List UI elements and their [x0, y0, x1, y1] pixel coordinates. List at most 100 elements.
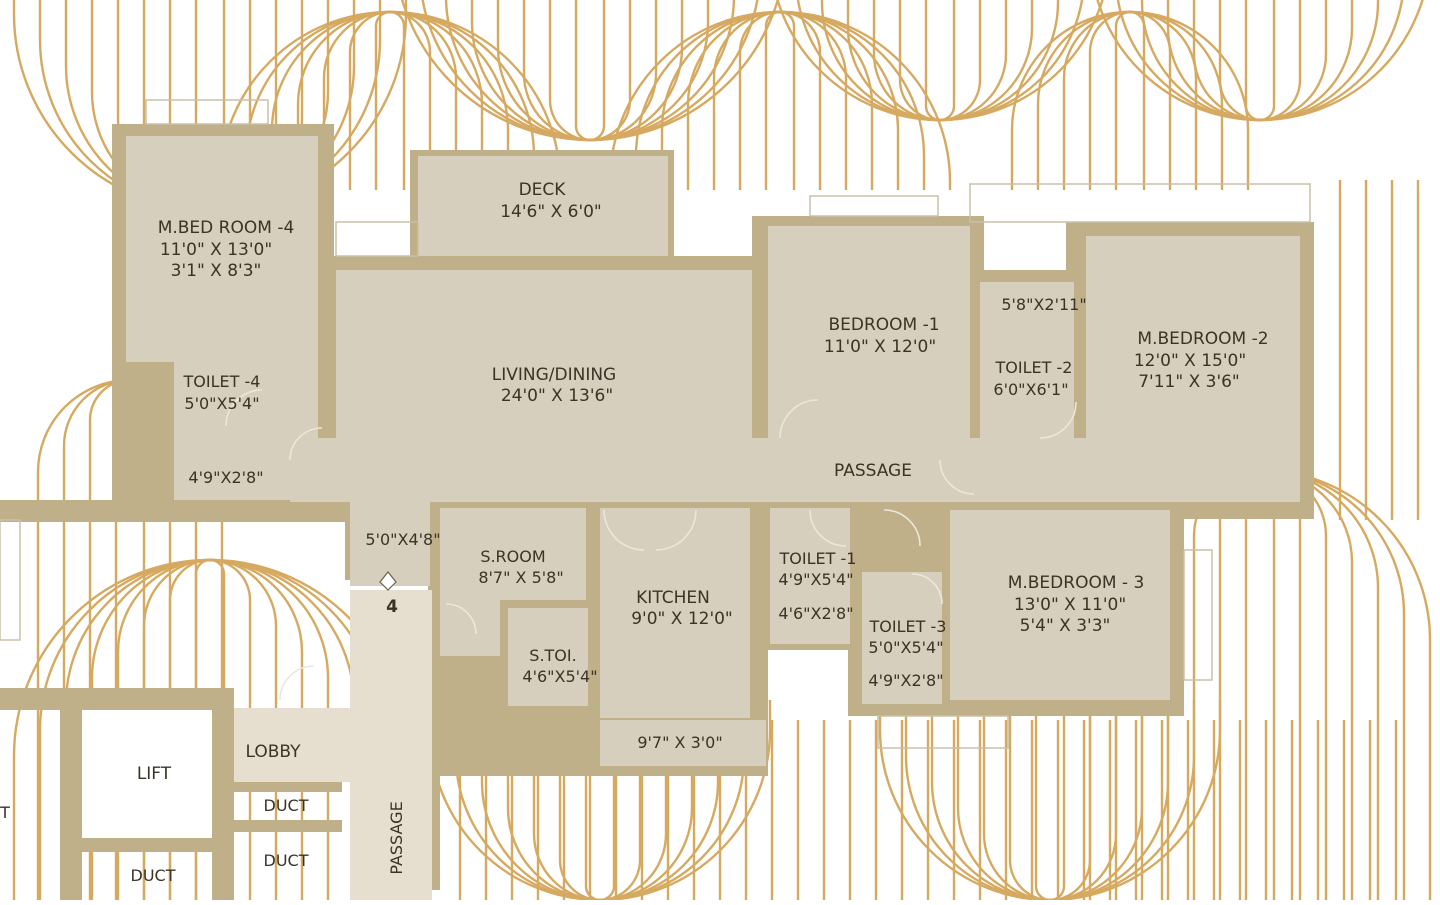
pattern-cup-line [1008, 700, 1092, 902]
door-swings [225, 389, 1077, 701]
pattern-cup-line [956, 700, 1144, 902]
floor-kitchen [600, 508, 750, 718]
door-lobby [279, 665, 315, 701]
label-stoi: S.TOI. [529, 646, 576, 665]
floor-lobby [234, 708, 350, 782]
label-bedroom1: BEDROOM -1 [828, 315, 939, 335]
wall-band-west [0, 500, 345, 522]
pattern-arch-line [1218, 468, 1302, 900]
label-sroom-size: 8'7" X 5'8" [478, 568, 563, 587]
label-kitchen: KITCHEN [636, 588, 710, 608]
pattern-cup-line [1218, 0, 1302, 122]
label-bedroom1-size: 11'0" X 12'0" [824, 337, 936, 357]
label-mbed2-extra: 7'11" X 3'6" [1138, 372, 1240, 392]
door-kitchen-b [655, 509, 697, 551]
floor-toilet1 [770, 508, 850, 644]
label-mbed3-extra: 5'4" X 3'3" [1020, 616, 1111, 636]
floor-common-passage [350, 590, 432, 900]
window-living [335, 221, 419, 257]
pattern-arch-line [686, 10, 874, 190]
pattern-cup-line [898, 0, 982, 122]
label-mbed4-size: 11'0" X 13'0" [160, 240, 272, 260]
label-mbed2: M.BEDROOM -2 [1137, 329, 1268, 349]
label-toilet4-dry: 4'9"X2'8" [188, 468, 263, 487]
door-toilet2 [1039, 401, 1077, 439]
door-sroom [445, 603, 477, 635]
pattern-arch-line [218, 10, 562, 190]
door-mbed4 [289, 427, 323, 461]
room-labels: DECK 14'6" X 6'0" M.BED ROOM -4 11'0" X … [158, 180, 1269, 752]
floor-toilet2 [980, 282, 1074, 438]
label-toilet1-size: 4'9"X5'4" [778, 570, 853, 589]
window-mbed4 [145, 99, 269, 125]
label-duct-2: DUCT [264, 851, 309, 870]
wall-duct-a [232, 780, 342, 792]
pattern-arch-line [764, 10, 796, 190]
floor-mbed3 [950, 510, 1170, 700]
label-mbed2-size: 12'0" X 15'0" [1134, 351, 1246, 371]
common-labels: LOBBY LIFT DUCT DUCT DUCT PASSAGE 4 T [0, 597, 406, 885]
windows [0, 99, 1311, 749]
floor-passage [290, 438, 1300, 502]
window-west-edge [0, 519, 21, 641]
pattern-cup-line [820, 0, 1060, 122]
label-toilet3: TOILET -3 [869, 617, 947, 636]
label-mbed3: M.BEDROOM - 3 [1008, 573, 1145, 593]
floor-stoi [508, 608, 588, 706]
label-toilet1: TOILET -1 [779, 549, 857, 568]
window-toilet3 [877, 715, 1009, 749]
floor-deck [418, 156, 668, 256]
floor-sroom [440, 508, 586, 600]
pattern-arch-line [1244, 468, 1276, 900]
door-bedroom1 [779, 399, 819, 439]
wall-duct-band [80, 838, 220, 852]
door-toilet4 [225, 389, 263, 427]
floor-utility [600, 720, 766, 766]
label-edge-letter: T [0, 803, 10, 822]
label-utility-size: 9'7" X 3'0" [637, 733, 722, 752]
entrance-marker-icon [379, 571, 397, 591]
label-mbed4-extra: 3'1" X 8'3" [171, 261, 262, 281]
pattern-arch-line [1010, 10, 1250, 190]
label-toilet4-size: 5'0"X5'4" [184, 394, 259, 413]
wall-lift-left [60, 688, 82, 900]
label-toilet2-size: 6'0"X6'1" [993, 380, 1068, 399]
label-toilet3-size: 5'0"X5'4" [868, 638, 943, 657]
pattern-cup-line [1244, 0, 1276, 122]
door-mbed3 [883, 509, 921, 547]
pattern-cup-line [904, 700, 1196, 902]
label-deck-size: 14'6" X 6'0" [500, 202, 602, 222]
pattern-cup-line [930, 700, 1170, 902]
label-toilet3-dry: 4'9"X2'8" [868, 671, 943, 690]
label-stoi-size: 4'6"X5'4" [522, 667, 597, 686]
pattern-cup-line [1088, 0, 1432, 122]
label-passage-vertical: PASSAGE [387, 801, 406, 874]
label-duct-1: DUCT [264, 796, 309, 815]
floor-mbed4 [126, 136, 318, 362]
wall-duct-b [232, 820, 342, 832]
label-duct-3: DUCT [131, 866, 176, 885]
label-living-size: 24'0" X 13'6" [501, 386, 613, 406]
wall-band-lobby [0, 688, 230, 710]
pattern-cup-line [522, 0, 658, 142]
label-living: LIVING/DINING [492, 365, 616, 385]
label-toilet2-dry: 5'8"X2'11" [1001, 295, 1086, 314]
label-foyer-size: 5'0"X4'8" [365, 530, 440, 549]
pattern-cup-line [548, 0, 632, 142]
window-mbed3 [1183, 549, 1213, 681]
label-passage: PASSAGE [834, 461, 912, 481]
floors [126, 136, 1300, 766]
wall-passage-right [430, 590, 440, 890]
label-lobby: LOBBY [245, 742, 301, 762]
label-sroom: S.ROOM [480, 547, 545, 566]
pattern-cup-line [1192, 0, 1328, 122]
label-toilet4: TOILET -4 [183, 372, 261, 391]
floor-store-corner [440, 600, 500, 656]
pattern-cup-line [982, 700, 1118, 902]
label-mbed4: M.BED ROOM -4 [158, 218, 295, 238]
wall-lift-right [212, 688, 234, 900]
door-toilet1 [809, 509, 847, 547]
pattern-cup-line [1140, 0, 1380, 122]
